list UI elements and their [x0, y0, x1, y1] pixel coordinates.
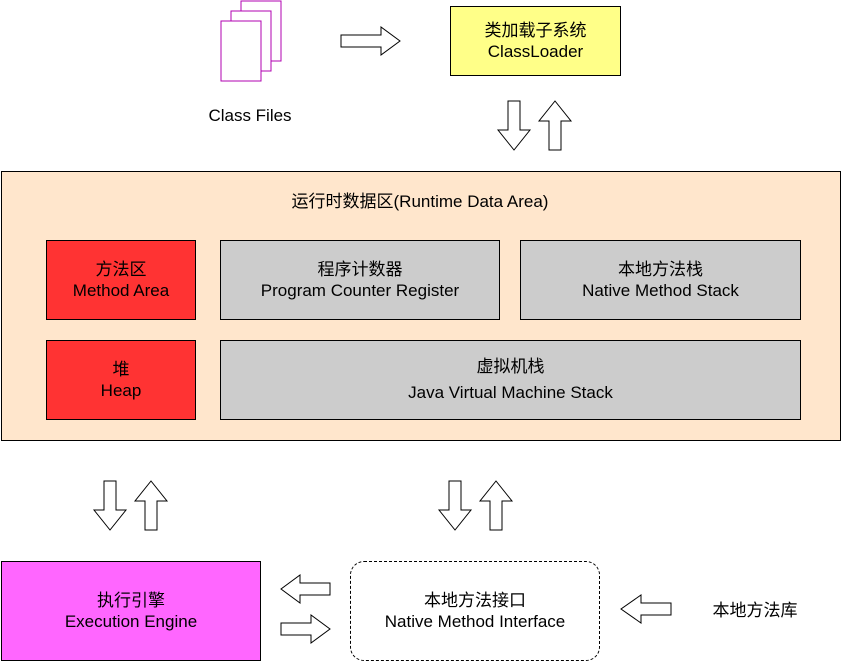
program-counter-box: 程序计数器 Program Counter Register: [220, 240, 500, 320]
classloader-title-cn: 类加载子系统: [484, 21, 587, 40]
method-area-box: 方法区 Method Area: [46, 240, 196, 320]
method-area-title-cn: 方法区: [95, 260, 147, 279]
arrow-right-icon: [340, 26, 401, 56]
jvm-stack-title-cn: 虚拟机栈: [476, 357, 545, 376]
runtime-data-area-title: 运行时数据区(Runtime Data Area): [291, 192, 549, 211]
native-interface-box: 本地方法接口 Native Method Interface: [350, 561, 600, 661]
arrow-left-icon: [620, 594, 672, 624]
jvm-stack-box: 虚拟机栈 Java Virtual Machine Stack: [220, 340, 801, 420]
native-library-label: 本地方法库: [712, 601, 798, 620]
arrow-right-icon: [280, 614, 331, 644]
program-counter-title-en: Program Counter Register: [260, 281, 460, 300]
arrow-down-icon: [92, 480, 128, 531]
execution-engine-box: 执行引擎 Execution Engine: [1, 561, 261, 661]
arrow-down-icon: [437, 480, 473, 531]
arrow-up-icon: [537, 100, 573, 151]
arrow-left-icon: [280, 574, 331, 604]
class-files-label: Class Files: [208, 106, 292, 125]
native-interface-title-cn: 本地方法接口: [424, 591, 526, 610]
method-area-title-en: Method Area: [72, 281, 170, 300]
classloader-title-en: ClassLoader: [487, 42, 584, 61]
arrow-up-icon: [478, 480, 514, 531]
arrow-down-icon: [496, 100, 532, 151]
heap-title-en: Heap: [100, 381, 142, 400]
native-method-stack-title-cn: 本地方法栈: [618, 260, 703, 279]
heap-box: 堆 Heap: [46, 340, 196, 420]
execution-engine-title-en: Execution Engine: [64, 612, 198, 631]
arrow-up-icon: [133, 480, 169, 531]
heap-title-cn: 堆: [112, 360, 130, 379]
execution-engine-title-cn: 执行引擎: [97, 591, 165, 610]
classloader-box: 类加载子系统 ClassLoader: [450, 6, 621, 76]
program-counter-title-cn: 程序计数器: [317, 260, 403, 279]
jvm-stack-title-en: Java Virtual Machine Stack: [408, 383, 613, 402]
native-method-stack-box: 本地方法栈 Native Method Stack: [520, 240, 801, 320]
native-interface-title-en: Native Method Interface: [384, 612, 566, 631]
native-method-stack-title-en: Native Method Stack: [582, 281, 739, 300]
